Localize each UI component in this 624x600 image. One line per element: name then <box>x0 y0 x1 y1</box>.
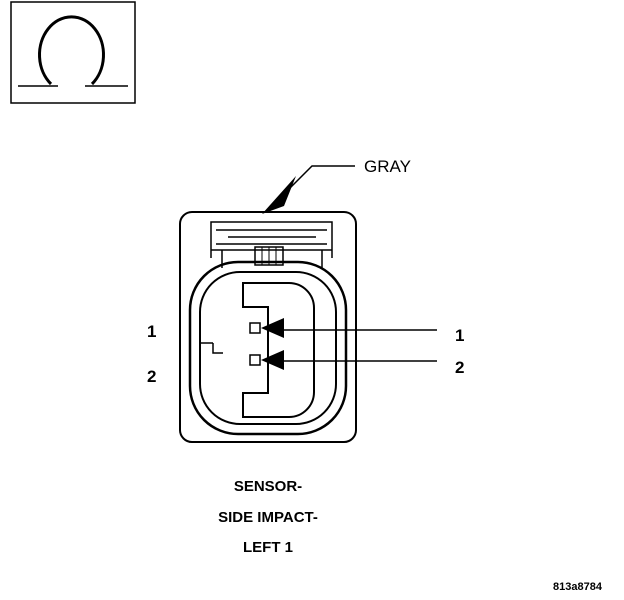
color-label: GRAY <box>364 157 411 176</box>
pin-label-right-1: 1 <box>455 326 465 345</box>
pin-1-terminal <box>249 322 261 334</box>
title-line-3: LEFT 1 <box>242 539 293 556</box>
title-line-2: SIDE IMPACT- <box>218 509 318 526</box>
pin-leaders <box>261 318 437 370</box>
legend-symbol-icon <box>10 1 136 104</box>
pin-2-terminal <box>249 354 261 366</box>
pin-label-left-1: 1 <box>147 322 157 341</box>
color-callout-arrow <box>262 165 355 214</box>
pin-label-right-2: 2 <box>455 358 465 377</box>
connector-face-icon <box>179 211 357 443</box>
title-line-1: SENSOR- <box>233 478 303 495</box>
pin-label-left-2: 2 <box>147 367 157 386</box>
figure-reference: 813a8784 <box>553 581 602 593</box>
